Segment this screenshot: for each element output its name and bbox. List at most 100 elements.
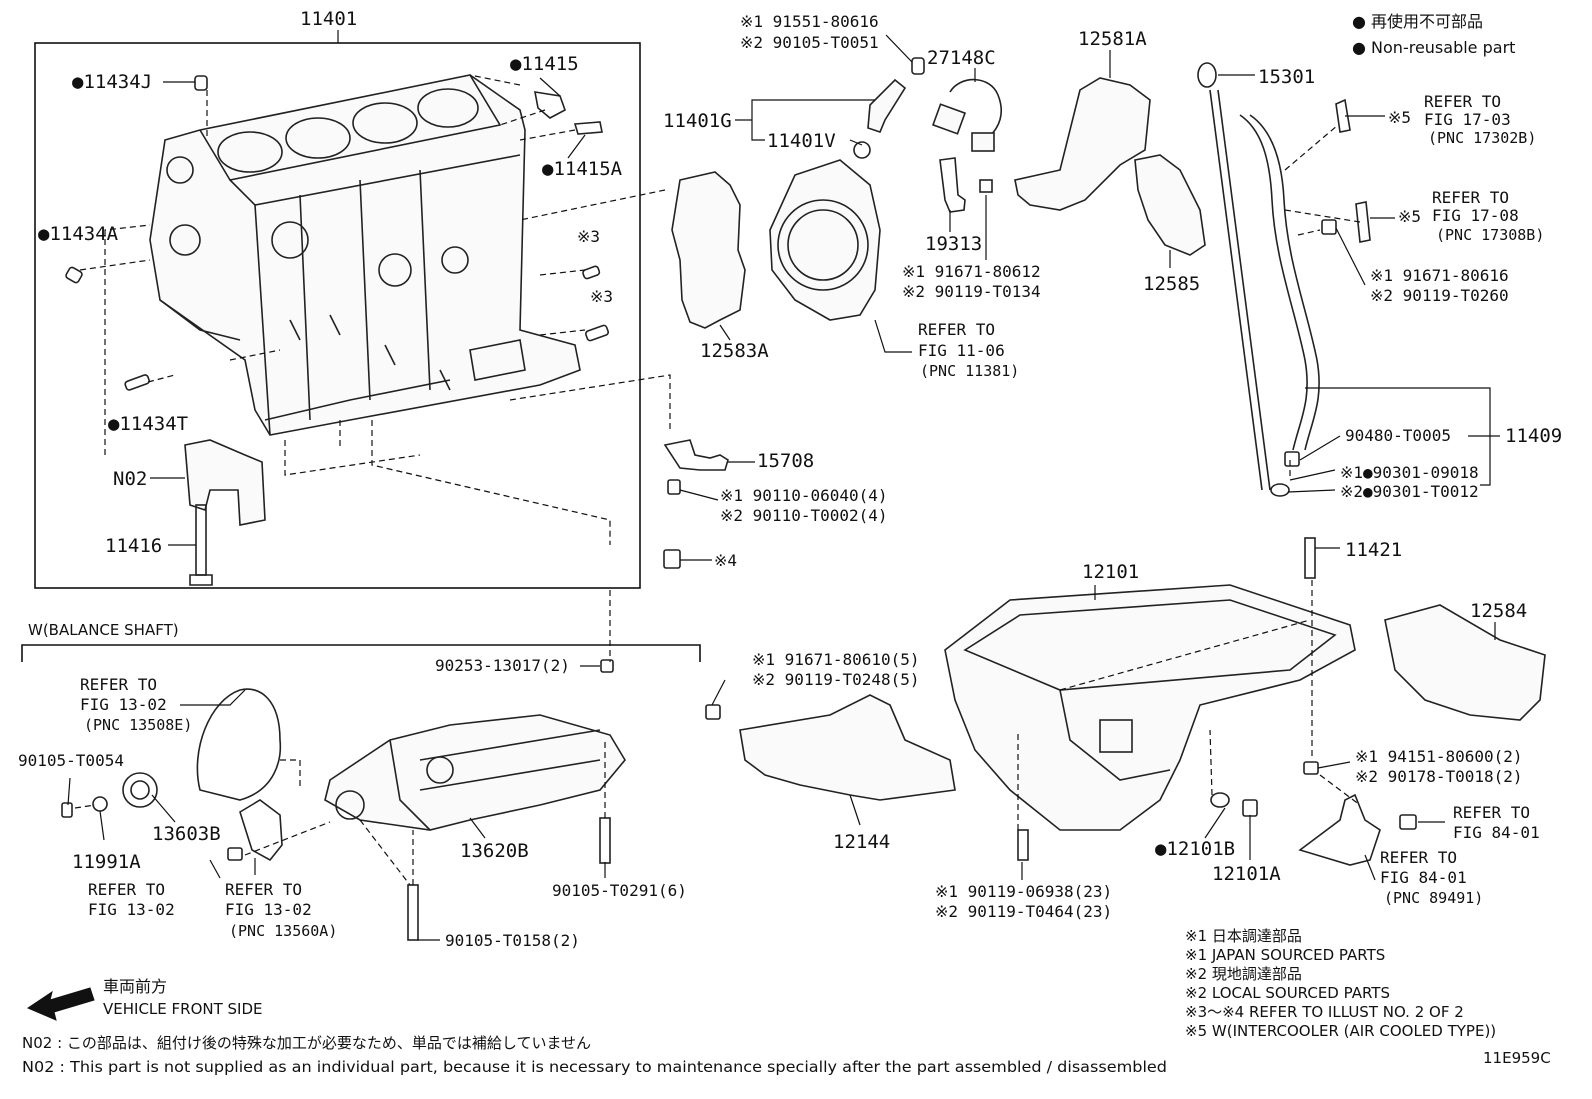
label-13603b: 13603B (152, 823, 221, 845)
oil-pan-assembly (944, 537, 1356, 861)
label-n02: N02 (113, 468, 147, 490)
vehicle-front-jp: 車両前方 (103, 977, 167, 996)
label-11421: 11421 (1345, 539, 1402, 561)
label-s1-90110-06040: ※1 90110-06040(4) (720, 486, 888, 505)
illustration-id: 11E959C (1483, 1049, 1551, 1067)
balance-shaft-group-label: W(BALANCE SHAFT) (28, 621, 179, 639)
leader-lines (67, 34, 1500, 941)
label-15708: 15708 (757, 450, 814, 472)
label-19313: 19313 (925, 233, 982, 255)
label-refer-1302c-b: FIG 13-02 (225, 900, 312, 919)
label-x4: ※4 (714, 551, 737, 570)
arrow-left-icon (26, 987, 95, 1021)
part-19313-bracket (939, 157, 966, 213)
label-s2-90119-t0464: ※2 90119-T0464(23) (935, 902, 1112, 921)
label-12101a: 12101A (1212, 863, 1281, 885)
note-line-2: ※1 JAPAN SOURCED PARTS (1185, 946, 1385, 964)
label-refer-1302a-a: REFER TO (80, 675, 157, 694)
label-s2-90178: ※2 90178-T0018(2) (1355, 767, 1523, 786)
vehicle-front-indicator: 車両前方 VEHICLE FRONT SIDE (26, 977, 263, 1021)
note-line-6: ※5 W(INTERCOOLER (AIR COOLED TYPE)) (1185, 1022, 1496, 1040)
balance-shaft-guide-lines (74, 740, 606, 886)
label-s1-91671-80616: ※1 91671-80616 (1370, 266, 1509, 285)
legend-en: ● Non-reusable part (1352, 38, 1515, 57)
label-27148c: 27148C (927, 47, 996, 69)
part-12581a-cover (1014, 77, 1151, 211)
label-12101: 12101 (1082, 561, 1139, 583)
label-11434a: ●11434A (38, 223, 119, 245)
label-x5a: ※5 (1388, 108, 1411, 127)
label-90105-t0158: 90105-T0158(2) (445, 931, 580, 950)
label-12101b: ●12101B (1155, 838, 1235, 860)
rear-oil-seal-retainer (769, 141, 881, 321)
label-refer-1703-a: REFER TO (1424, 92, 1501, 111)
label-90253: 90253-13017(2) (435, 656, 570, 675)
cylinder-block-illustration (149, 74, 581, 436)
oil-pan-guide-lines (1017, 124, 1361, 830)
block-guide-lines (79, 74, 671, 662)
label-block: 11401 (300, 8, 357, 30)
label-refer-8401a-b: FIG 84-01 (1453, 823, 1540, 842)
label-s1-91551: ※1 91551-80616 (740, 12, 879, 31)
label-x5b: ※5 (1398, 207, 1421, 226)
label-12584: 12584 (1470, 600, 1527, 622)
label-refer-1106-b: FIG 11-06 (918, 341, 1005, 360)
label-refer-8401b-c: (PNC 89491) (1384, 889, 1483, 907)
note-line-4: ※2 LOCAL SOURCED PARTS (1185, 984, 1390, 1002)
oil-pan-bracket (1298, 793, 1381, 866)
label-refer-8401b-b: FIG 84-01 (1380, 868, 1467, 887)
label-s1-91671-80610: ※1 91671-80610(5) (752, 650, 920, 669)
block-small-parts (65, 75, 610, 586)
label-x3b: ※3 (590, 287, 613, 306)
part-12583a-cover (671, 171, 746, 329)
label-refer-8401b-a: REFER TO (1380, 848, 1457, 867)
label-refer-1302a-c: (PNC 13508E) (84, 716, 192, 734)
label-11434t: ●11434T (108, 413, 188, 435)
part-27148c-harness (931, 78, 1002, 152)
legend-jp-text: ● 再使用不可部品 (1352, 12, 1483, 31)
label-15301: 15301 (1258, 66, 1315, 88)
label-11991a: 11991A (72, 851, 141, 873)
label-s2-90119-t0134: ※2 90119-T0134 (902, 282, 1041, 301)
label-refer-1708-b: FIG 17-08 (1432, 206, 1519, 225)
label-refer-1302a-b: FIG 13-02 (80, 695, 167, 714)
label-s1-94151: ※1 94151-80600(2) (1355, 747, 1523, 766)
label-12144: 12144 (833, 831, 890, 853)
balance-shaft-assembly (61, 659, 626, 941)
label-refer-1708-a: REFER TO (1432, 188, 1509, 207)
label-11401v: 11401V (767, 130, 836, 152)
label-refer-1708-c: (PNC 17308B) (1436, 226, 1544, 244)
label-11401g: 11401G (663, 110, 732, 132)
label-s2-90301-t0012: ※2●90301-T0012 (1340, 482, 1479, 501)
balance-shaft-bracket (21, 644, 701, 662)
label-refer-1302b-a: REFER TO (88, 880, 165, 899)
label-12585: 12585 (1143, 273, 1200, 295)
footnote-en: N02 : This part is not supplied as an in… (22, 1058, 1167, 1076)
label-13620b: 13620B (460, 840, 529, 862)
label-90105-t0291: 90105-T0291(6) (552, 881, 687, 900)
label-refer-1106-c: (PNC 11381) (920, 362, 1019, 380)
part-15708-oil-jet (663, 439, 729, 569)
label-s1-90301-09018: ※1●90301-09018 (1340, 463, 1479, 482)
label-refer-8401a-a: REFER TO (1453, 803, 1530, 822)
label-refer-1703-b: FIG 17-03 (1424, 110, 1511, 129)
footnote-jp: N02 : この部品は、組付け後の特殊な加工が必要なため、単品では補給していませ… (22, 1034, 591, 1052)
label-90480: 90480-T0005 (1345, 426, 1451, 445)
label-refer-1106-a: REFER TO (918, 320, 995, 339)
label-s1-91671-80612: ※1 91671-80612 (902, 262, 1041, 281)
vehicle-front-en: VEHICLE FRONT SIDE (103, 1000, 263, 1018)
label-12583a: 12583A (700, 340, 769, 362)
label-11415a: ●11415A (542, 158, 623, 180)
label-refer-1703-c: (PNC 17302B) (1428, 129, 1536, 147)
label-s1-90119-06938: ※1 90119-06938(23) (935, 882, 1112, 901)
part-12585-cover (1134, 154, 1206, 256)
label-11416: 11416 (105, 535, 162, 557)
note-line-3: ※2 現地調達部品 (1185, 965, 1302, 983)
label-11409: 11409 (1505, 425, 1562, 447)
label-11434j: ●11434J (72, 71, 152, 93)
part-12144-cover (739, 694, 956, 801)
note-line-5: ※3～※4 REFER TO ILLUST NO. 2 OF 2 (1185, 1003, 1464, 1021)
label-s2-90119-t0260: ※2 90119-T0260 (1370, 286, 1509, 305)
part-11401g-sensor (867, 57, 925, 133)
